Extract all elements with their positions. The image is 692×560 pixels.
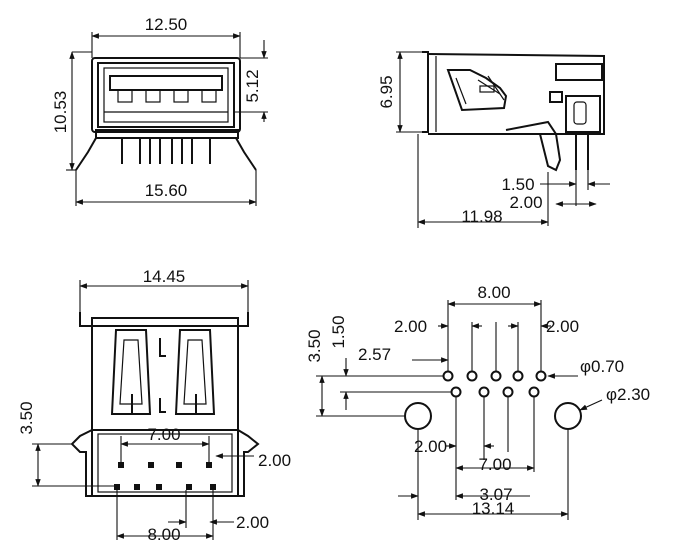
- rear-view: [32, 280, 260, 540]
- rear-pin-pitch-label: 2.00: [258, 451, 291, 470]
- side-depth-label: 11.98: [461, 207, 502, 226]
- footprint-row-offset-label: 3.50: [305, 329, 324, 362]
- side-view: [396, 51, 610, 228]
- rear-offset-label: 3.50: [17, 401, 36, 434]
- rear-outer-pitch-label: 8.00: [147, 525, 180, 544]
- rear-inner-pitch-label: 7.00: [147, 425, 180, 444]
- side-pin-pitch-label: 1.50: [501, 175, 534, 194]
- footprint-large-hole-label: φ2.30: [606, 385, 650, 404]
- pcb-footprint: [316, 300, 603, 520]
- front-view: [66, 32, 268, 206]
- front-top-offset-label: 5.12: [243, 69, 262, 102]
- footprint-first-pin-label: 2.57: [358, 345, 391, 364]
- footprint-left-pitch-label: 2.00: [394, 317, 427, 336]
- front-bottom-width-label: 15.60: [145, 181, 188, 200]
- side-pin-offset-label: 2.00: [509, 193, 542, 212]
- footprint-top-span-label: 8.00: [477, 283, 510, 302]
- rear-bottom-pitch-label: 2.00: [236, 513, 269, 532]
- front-width-label: 12.50: [145, 15, 188, 34]
- rear-width-label: 14.45: [143, 267, 186, 286]
- footprint-small-hole-label: φ0.70: [580, 357, 624, 376]
- front-height-label: 10.53: [51, 91, 70, 134]
- footprint-bottom-pitch-label: 2.00: [414, 437, 447, 456]
- footprint-hole-offset-label: 3.07: [479, 485, 512, 504]
- footprint-row-spacing-label: 1.50: [329, 315, 348, 348]
- side-height-label: 6.95: [377, 75, 396, 108]
- footprint-total-span-label: 13.14: [472, 499, 515, 518]
- footprint-lower-span-label: 7.00: [478, 455, 511, 474]
- footprint-right-pitch-label: 2.00: [546, 317, 579, 336]
